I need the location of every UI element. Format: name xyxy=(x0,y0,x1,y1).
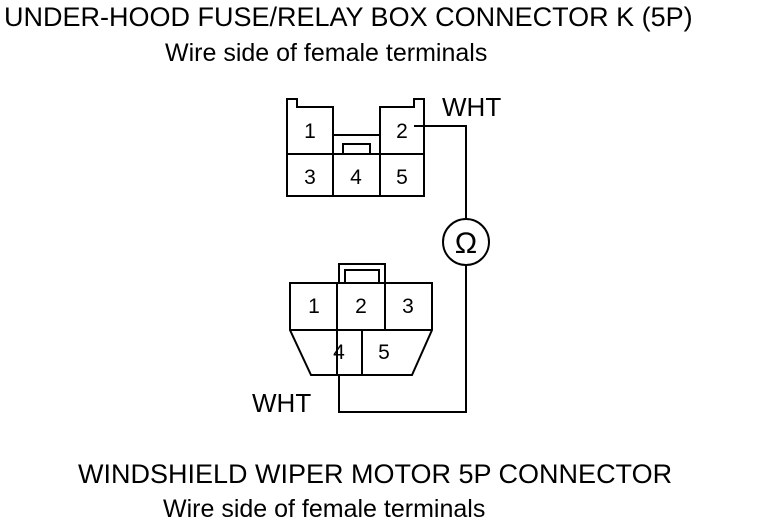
ohm-symbol: Ω xyxy=(455,227,477,260)
bottom-terminal-2: 2 xyxy=(355,295,367,318)
top-terminal-3: 3 xyxy=(304,166,316,189)
bottom-terminal-labels: 1 2 3 4 5 xyxy=(308,295,414,364)
wire-top xyxy=(414,125,467,219)
bottom-terminal-4: 4 xyxy=(333,341,345,364)
top-connector-subtitle: Wire side of female terminals xyxy=(165,39,488,67)
bottom-connector xyxy=(289,263,433,376)
bottom-latch-inner xyxy=(344,269,380,284)
top-latch xyxy=(342,143,371,155)
top-terminal-5: 5 xyxy=(396,166,408,189)
top-terminal-2: 2 xyxy=(396,120,408,143)
wire-bottom xyxy=(338,265,467,413)
top-terminal-1: 1 xyxy=(304,120,316,143)
bottom-connector-subtitle: Wire side of female terminals xyxy=(163,495,486,523)
top-terminal-labels: 1 2 3 4 5 xyxy=(304,120,408,189)
top-wire-label: WHT xyxy=(442,92,502,122)
bottom-terminal-5: 5 xyxy=(378,341,390,364)
top-connector-title: UNDER-HOOD FUSE/RELAY BOX CONNECTOR K (5… xyxy=(4,2,693,32)
ohmmeter-icon xyxy=(442,218,490,266)
test-wiring xyxy=(338,125,467,413)
bottom-terminal-1: 1 xyxy=(308,295,320,318)
bottom-terminal-3: 3 xyxy=(402,295,414,318)
bottom-wire-label: WHT xyxy=(252,388,312,418)
ohmmeter: Ω xyxy=(442,218,490,266)
top-terminal-4: 4 xyxy=(350,166,362,189)
top-connector xyxy=(286,98,425,197)
bottom-connector-title: WINDSHIELD WIPER MOTOR 5P CONNECTOR xyxy=(78,459,673,489)
